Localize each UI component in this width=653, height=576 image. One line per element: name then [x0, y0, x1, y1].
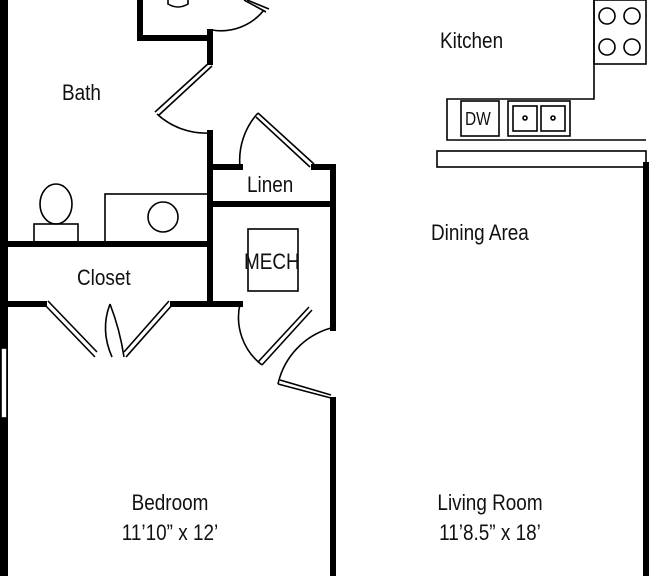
- dishwasher: [460, 100, 500, 137]
- mech-label: MECH: [244, 249, 300, 274]
- door-leaf: [257, 112, 315, 165]
- door-leaf: [261, 309, 313, 366]
- mech-door-swing: [237, 303, 263, 366]
- living-room-size: 11’8.5” x 18’: [439, 520, 541, 545]
- entry-door-swing: [277, 327, 332, 385]
- closet-door-swing: [104, 303, 113, 358]
- kitchen-counter: [446, 0, 595, 141]
- stove-burner: [623, 7, 641, 25]
- bath-sink: [147, 201, 179, 233]
- breakfast-bar: [436, 150, 647, 168]
- toilet-bowl: [39, 183, 73, 225]
- dining-area-label: Dining Area: [431, 220, 529, 245]
- door-leaf: [243, 0, 267, 13]
- kitchen-sink: [507, 100, 571, 137]
- stove-burner: [598, 7, 616, 25]
- stove-burner: [598, 38, 616, 56]
- mech-box: [247, 228, 299, 292]
- bath-label: Bath: [62, 80, 101, 105]
- sink-basin: [512, 105, 538, 132]
- door-leaf: [277, 383, 332, 399]
- door-leaf: [125, 303, 174, 358]
- linen-label: Linen: [247, 172, 294, 197]
- sink-drain: [522, 115, 528, 121]
- sink-drain: [550, 115, 556, 121]
- bedroom-size: 11’10” x 12’: [121, 520, 219, 545]
- door-leaf: [123, 300, 170, 353]
- dishwasher-label: DW: [465, 109, 491, 129]
- door-leaf: [154, 61, 211, 113]
- stove: [593, 0, 647, 65]
- sink-basin: [540, 105, 566, 132]
- living-room-label: Living Room: [437, 490, 543, 515]
- bath-door-swing: [156, 113, 211, 134]
- linen-door-swing: [238, 112, 259, 168]
- stove-burner: [623, 38, 641, 56]
- bath-door-swing: [211, 9, 265, 32]
- door-leaf: [246, 0, 270, 10]
- bath-vanity: [104, 193, 211, 245]
- window: [0, 347, 8, 419]
- door-leaf: [255, 116, 311, 168]
- door-leaf: [47, 300, 98, 353]
- bedroom-label: Bedroom: [131, 490, 209, 515]
- door-leaf: [279, 379, 332, 396]
- door-leaf: [257, 306, 310, 363]
- vanity-fixture: [167, 0, 189, 8]
- closet-door-swing: [109, 303, 125, 358]
- closet-label: Closet: [77, 265, 131, 290]
- door-leaf: [158, 65, 213, 116]
- kitchen-label: Kitchen: [440, 28, 504, 53]
- door-leaf: [43, 303, 96, 358]
